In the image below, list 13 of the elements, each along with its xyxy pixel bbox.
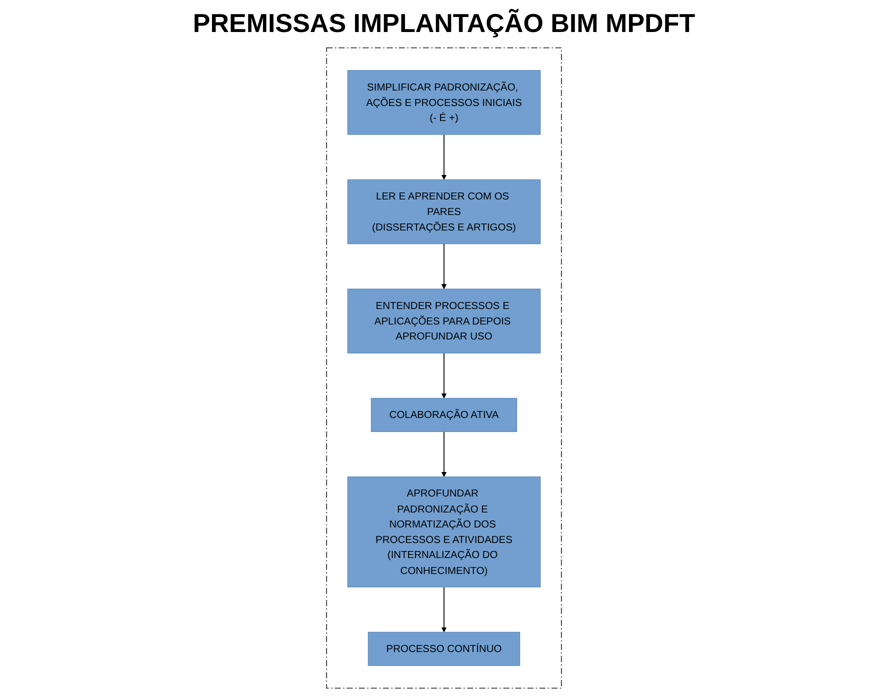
node-box: LER E APRENDER COM OS PARES (DISSERTAÇÕES E ARTIGOS): [347, 179, 541, 244]
node-box: SIMPLIFICAR PADRONIZAÇÃO, AÇÕES E PROCESSOS INICIAIS (- É +): [347, 70, 541, 135]
arrow: [441, 134, 447, 180]
diagram-title: PREMISSAS IMPLANTAÇÃO BIM MPDFT: [192, 8, 696, 39]
arrow: [441, 586, 447, 632]
node-box: PROCESSO CONTÍNUO: [368, 632, 520, 666]
cluster: [326, 47, 562, 689]
node-box: COLABORAÇÃO ATIVA: [370, 398, 518, 432]
arrow: [441, 352, 447, 398]
arrow: [441, 431, 447, 478]
arrow: [441, 243, 447, 290]
node-box: APROFUNDAR PADRONIZAÇÃO E NORMATIZAÇÃO DOS PROCESSOS E ATIVIDADES (INTERNALIZAÇÃO DO CONHECIMENTO): [347, 476, 541, 588]
node-box: ENTENDER PROCESSOS E APLICAÇÕES PARA DEPOIS APROFUNDAR USO: [347, 288, 541, 354]
